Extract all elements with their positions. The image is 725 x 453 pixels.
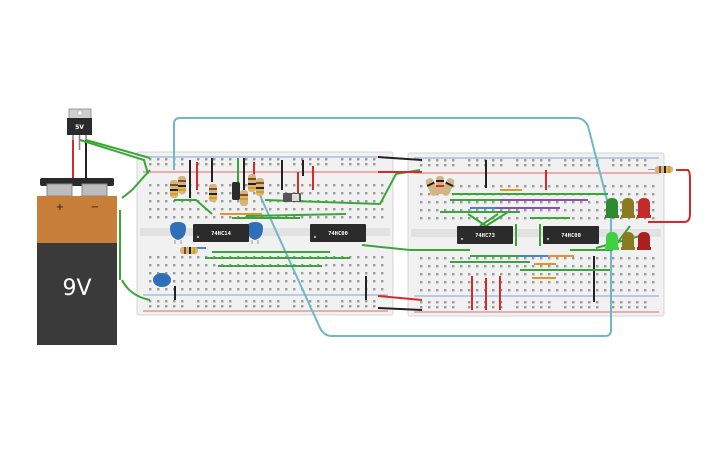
chip-u2[interactable]: 74HC00 [310, 224, 366, 242]
led-top-green[interactable] [605, 198, 619, 218]
led-bottom-red[interactable] [637, 232, 651, 250]
capacitor-c1[interactable] [170, 222, 186, 244]
capacitor-c3[interactable] [153, 273, 171, 287]
chip-u4[interactable]: 74HC00 [543, 226, 599, 244]
resistor-r3[interactable] [209, 184, 217, 202]
led-bottom-olive[interactable] [621, 232, 635, 250]
chip-u3[interactable]: 74HC73 [457, 226, 513, 244]
led-top-olive[interactable] [621, 198, 635, 218]
battery-9v[interactable]: + − 9V [37, 178, 117, 345]
wire-regulator-gnd[interactable] [85, 139, 151, 159]
wire-regulator-out[interactable] [79, 139, 149, 175]
resistor-r5[interactable] [256, 178, 264, 196]
breadboard-left[interactable] [136, 151, 394, 316]
resistor-r7[interactable] [180, 247, 198, 254]
battery-label: 9V [62, 276, 91, 301]
chip-u4-label: 74HC00 [561, 233, 581, 239]
capacitor-c2[interactable] [247, 222, 263, 244]
battery-plus-sign: + [56, 202, 64, 213]
resistor-r4[interactable] [248, 174, 256, 192]
transistor-q1[interactable] [232, 182, 240, 200]
led-bottom-green[interactable] [605, 232, 619, 250]
wire-cyan-loop[interactable] [173, 117, 612, 337]
resistor-r8[interactable] [425, 177, 440, 197]
wires-left-board[interactable] [174, 156, 470, 311]
regulator-label: 5V [75, 124, 84, 131]
voltage-regulator[interactable]: 5V [67, 108, 92, 150]
chip-u3-label: 74HC73 [475, 233, 495, 239]
resistor-r2[interactable] [178, 176, 186, 194]
wire-battery-side[interactable] [119, 169, 151, 301]
led-top-red[interactable] [637, 198, 651, 218]
resistor-r10[interactable] [441, 177, 456, 197]
chip-u1[interactable]: 74HC14 [193, 224, 249, 242]
battery-minus-sign: − [91, 202, 99, 213]
chip-u2-label: 74HC00 [328, 231, 348, 237]
chip-u1-label: 74HC14 [211, 231, 232, 237]
wires-right-board[interactable] [440, 160, 691, 310]
resistor-r6[interactable] [240, 190, 248, 206]
resistor-r9[interactable] [436, 176, 444, 194]
resistor-r1[interactable] [170, 180, 178, 198]
resistor-r11[interactable] [648, 166, 673, 173]
